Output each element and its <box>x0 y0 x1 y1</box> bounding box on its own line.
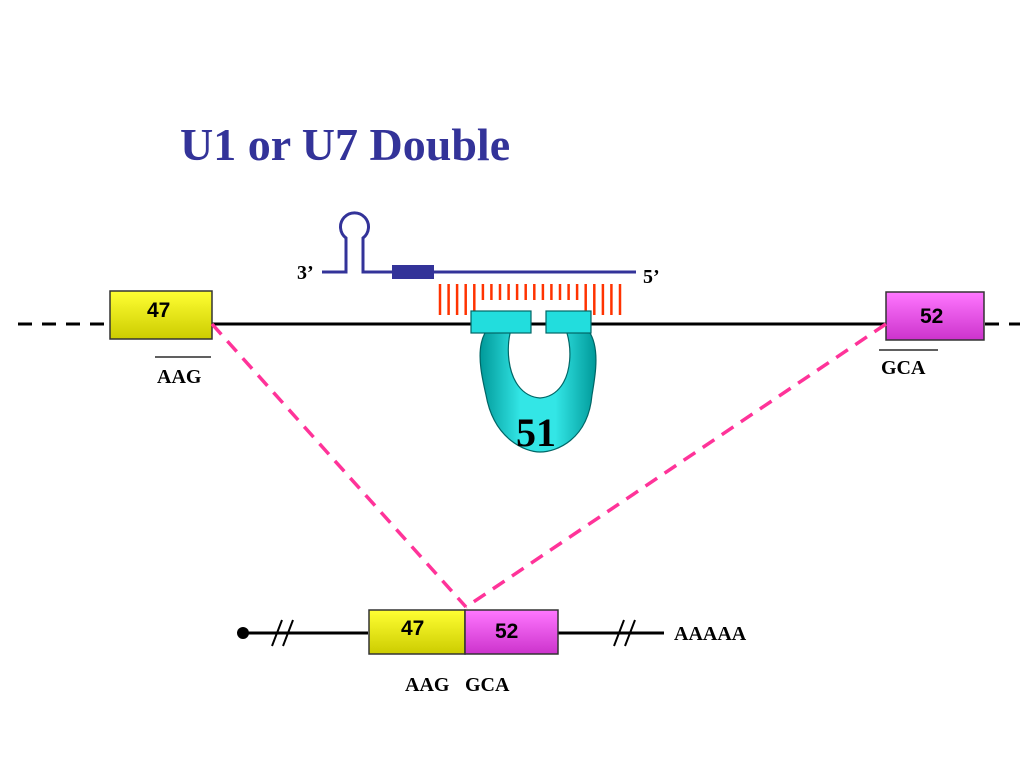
mature-mrna: 47 52 AAAAA AAG GCA <box>237 609 747 696</box>
mrna-exon-47-box <box>368 609 466 655</box>
splice-path-left <box>210 322 468 609</box>
exon-51-label: 51 <box>516 410 556 455</box>
splice-path <box>210 322 887 609</box>
exon-52-label: 52 <box>920 305 943 328</box>
three-prime-label: 3’ <box>297 262 314 284</box>
slide-title: U1 or U7 Double <box>180 119 510 170</box>
snrna-block <box>392 265 434 279</box>
codon-left-label: AAG <box>157 366 202 388</box>
exon-52-box <box>885 291 985 341</box>
exon-51-shape <box>479 311 597 453</box>
codon-right-label: GCA <box>881 357 926 379</box>
mrna-exon-52-label: 52 <box>495 620 518 643</box>
exon-47-label: 47 <box>147 299 170 322</box>
exon-51-right-tab <box>545 310 592 334</box>
exon-51-left-tab <box>470 310 532 334</box>
break-mark-right-1 <box>613 619 625 647</box>
base-pairing-ticks <box>438 284 622 315</box>
five-prime-label: 5’ <box>643 266 660 288</box>
mrna-codon-right-label: GCA <box>465 674 510 696</box>
splice-path-right <box>465 322 887 609</box>
exon-47-box <box>109 290 213 340</box>
exon-51-loop: 51 <box>470 310 597 455</box>
break-mark-left-1 <box>271 619 283 647</box>
mrna-exon-47-label: 47 <box>401 617 424 640</box>
polya-label: AAAAA <box>674 623 747 645</box>
pre-mrna: 47 52 AAG GCA <box>18 290 1020 388</box>
mrna-exon-52-box <box>464 609 559 655</box>
mrna-codon-left-label: AAG <box>405 674 450 696</box>
break-mark-right-2 <box>624 619 636 647</box>
break-mark-left-2 <box>282 619 294 647</box>
stem-loop <box>322 211 392 274</box>
snrna-construct: 3’ 5’ <box>297 211 660 288</box>
